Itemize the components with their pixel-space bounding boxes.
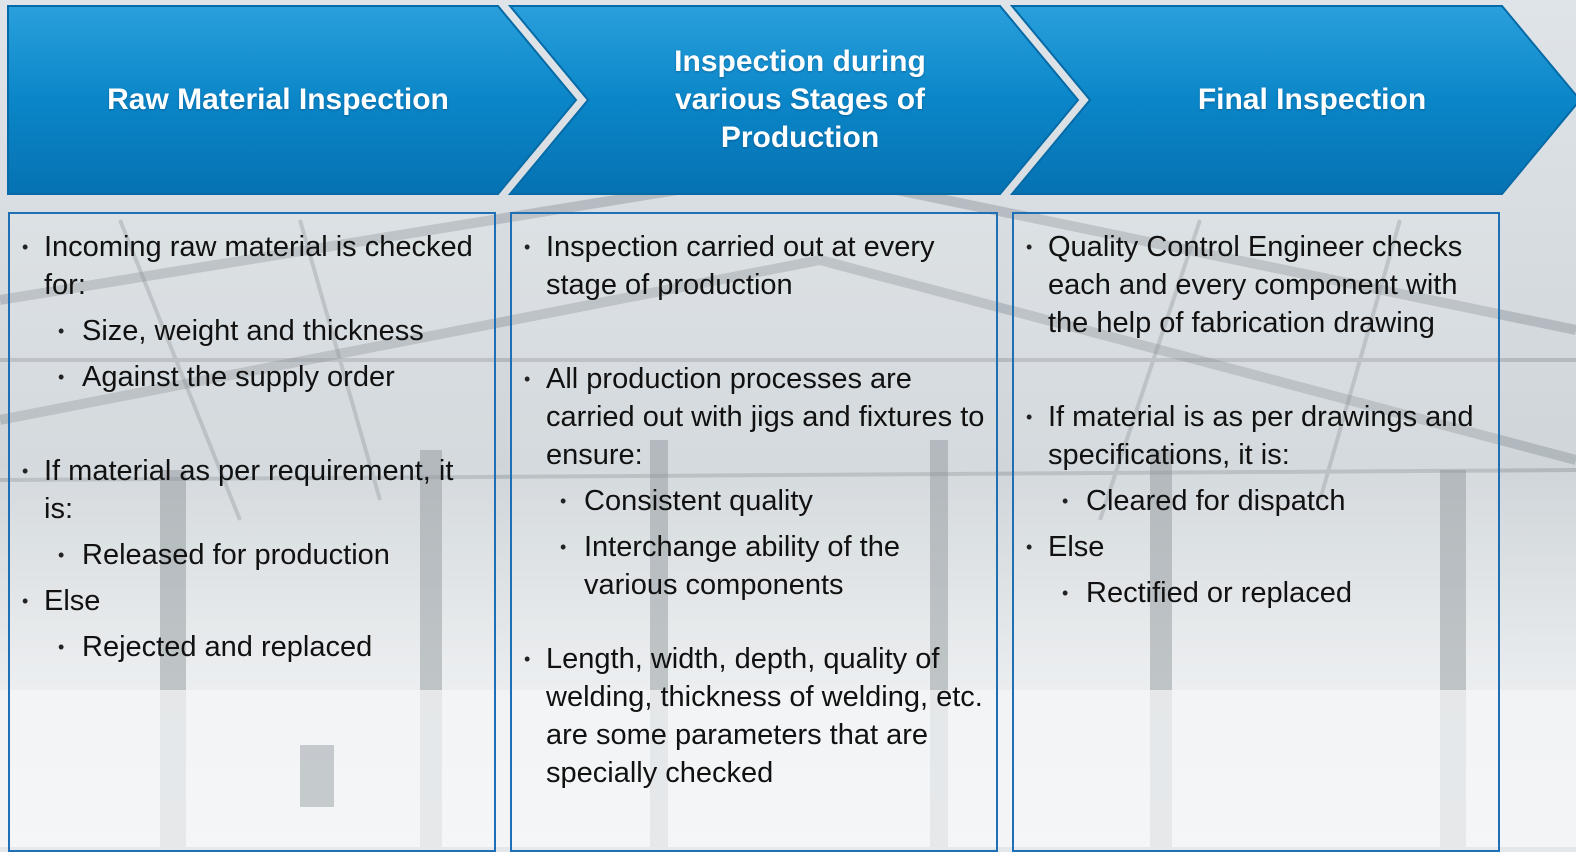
stage-chevron-raw-material: Raw Material Inspection <box>7 5 578 195</box>
sub-bullet-item: Rejected and replaced <box>44 628 488 666</box>
bullet-text: Inspection carried out at every stage of… <box>546 231 935 301</box>
bullet-item: Else Rejected and replaced <box>12 582 488 666</box>
raw-material-bullets: Incoming raw material is checked for: Si… <box>12 228 488 666</box>
chevron-arrow-shape <box>507 5 1080 195</box>
sub-bullet-item: Cleared for dispatch <box>1048 482 1492 520</box>
bullet-item: If material is as per drawings and speci… <box>1016 398 1492 520</box>
raw-material-details-box: Incoming raw material is checked for: Si… <box>8 212 496 852</box>
bullet-text: Quality Control Engineer checks each and… <box>1048 231 1463 339</box>
bullet-text: All production processes are carried out… <box>546 363 985 471</box>
bullet-text: If material as per requirement, it is: <box>44 455 454 525</box>
bullet-item: If material as per requirement, it is: R… <box>12 452 488 574</box>
bullet-item: All production processes are carried out… <box>514 360 990 604</box>
bullet-item: Else Rectified or replaced <box>1016 528 1492 612</box>
bullet-item: Quality Control Engineer checks each and… <box>1016 228 1492 342</box>
bullet-text: Length, width, depth, quality of welding… <box>546 643 983 789</box>
chevron-arrow-shape <box>1009 5 1576 195</box>
stage-title: Final Inspection <box>1197 83 1427 116</box>
bullet-text: Else <box>1048 531 1105 563</box>
production-bullets: Inspection carried out at every stage of… <box>514 228 990 792</box>
production-details-box: Inspection carried out at every stage of… <box>510 212 998 852</box>
stage-chevron-production: Inspection during various Stages of Prod… <box>507 5 1080 195</box>
bullet-text: If material is as per drawings and speci… <box>1048 401 1474 471</box>
sub-bullet-item: Against the supply order <box>44 358 488 396</box>
sub-bullet-item: Interchange ability of the various compo… <box>546 528 990 604</box>
sub-bullet-item: Size, weight and thickness <box>44 312 488 350</box>
chevron-arrow-shape <box>7 5 578 195</box>
sub-bullet-item: Consistent quality <box>546 482 990 520</box>
bullet-item: Inspection carried out at every stage of… <box>514 228 990 304</box>
final-inspection-details-box: Quality Control Engineer checks each and… <box>1012 212 1500 852</box>
stage-chevron-final: Final Inspection <box>1009 5 1576 195</box>
bullet-item: Incoming raw material is checked for: Si… <box>12 228 488 396</box>
sub-bullet-item: Rectified or replaced <box>1048 574 1492 612</box>
stage-title: Inspection during various Stages of Prod… <box>674 45 926 154</box>
final-inspection-bullets: Quality Control Engineer checks each and… <box>1016 228 1492 612</box>
bullet-item: Length, width, depth, quality of welding… <box>514 640 990 792</box>
sub-bullet-item: Released for production <box>44 536 488 574</box>
bullet-text: Else <box>44 585 101 617</box>
stage-title: Raw Material Inspection <box>107 83 449 116</box>
bullet-text: Incoming raw material is checked for: <box>44 231 473 301</box>
